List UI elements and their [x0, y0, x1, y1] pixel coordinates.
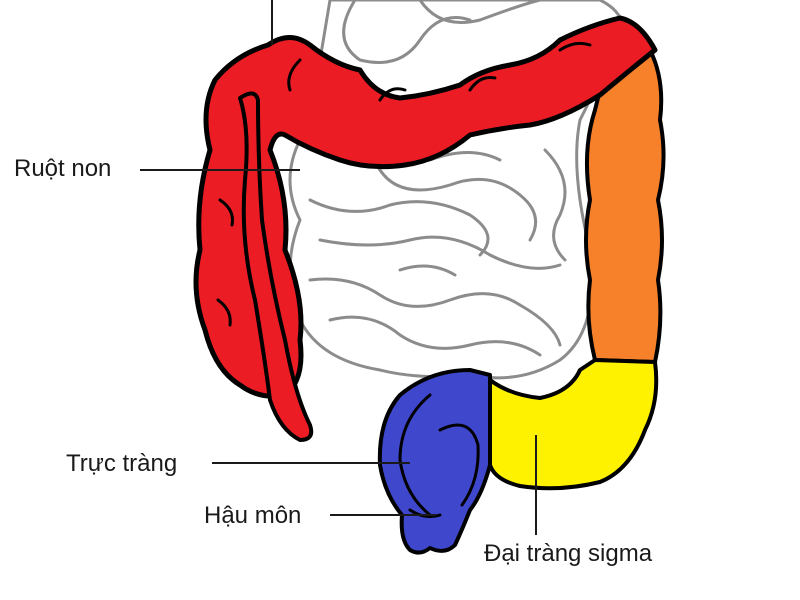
colon-haustra — [216, 41, 592, 327]
coil-2 — [418, 0, 542, 24]
label-rectum: Trực tràng — [66, 450, 178, 477]
label-sigmoid-colon: Đại tràng sigma — [484, 540, 653, 567]
coil-5 — [318, 235, 562, 270]
rectum-folds — [398, 393, 480, 519]
appendix — [238, 91, 314, 442]
coil-6 — [308, 277, 562, 347]
sigmoid-colon — [488, 358, 659, 491]
ascending-transverse-colon — [193, 15, 658, 399]
coil-1 — [342, 0, 472, 64]
label-small-intestine: Ruột non — [14, 155, 112, 182]
coil-4 — [308, 198, 490, 257]
coil-7 — [328, 315, 542, 357]
descending-colon — [584, 48, 666, 364]
coil-9 — [543, 148, 567, 262]
rectum — [377, 368, 492, 555]
coil-10 — [398, 264, 457, 277]
label-anus: Hậu môn — [204, 502, 302, 529]
